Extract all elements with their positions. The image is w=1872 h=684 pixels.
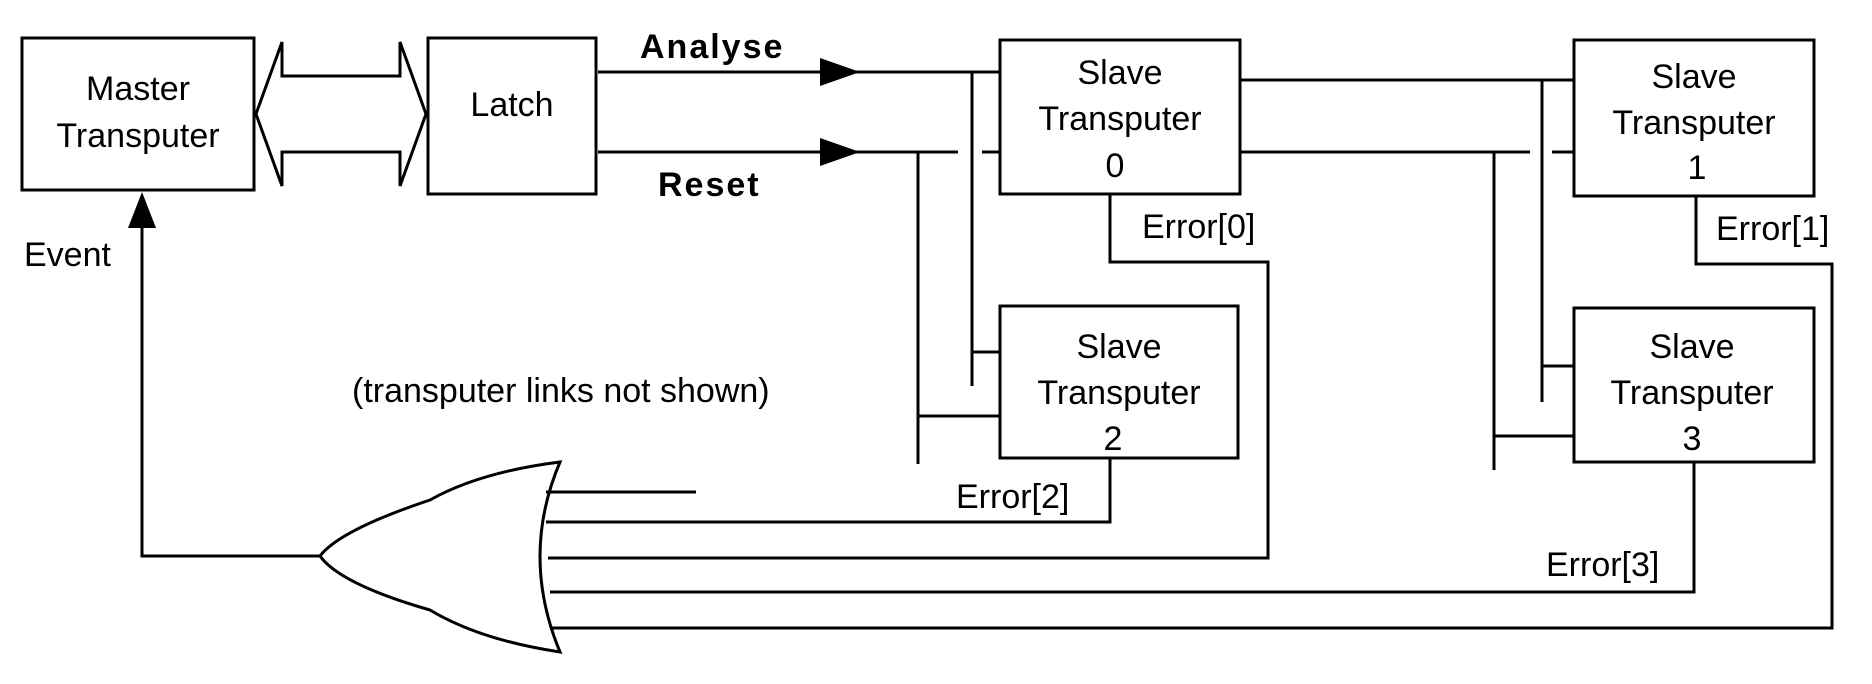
latch-label: Latch — [470, 86, 553, 124]
slave-transputer-0-block: Slave Transputer 0 — [998, 38, 1242, 196]
error1-line — [550, 196, 1834, 630]
event-arrowhead — [128, 192, 156, 228]
error3-label: Error[3] — [1546, 546, 1659, 584]
slave3-label-line1: Slave — [1649, 328, 1734, 366]
error1-label: Error[1] — [1716, 210, 1829, 248]
analyse-label: Analyse — [640, 28, 784, 66]
slave-transputer-1-block: Slave Transputer 1 — [1572, 38, 1816, 198]
slave1-label-line3: 1 — [1688, 149, 1707, 187]
error2-line — [546, 458, 1112, 524]
or-gate — [318, 460, 563, 654]
slave-transputer-3-block: Slave Transputer 3 — [1572, 306, 1816, 464]
reset-line — [598, 138, 1000, 166]
slave2-label-line3: 2 — [1104, 420, 1123, 458]
master-label-line2: Transputer — [56, 117, 219, 155]
event-line — [140, 218, 320, 558]
master-latch-bus-arrow — [254, 41, 428, 187]
analyse-line — [598, 58, 1000, 86]
slave0-label-line1: Slave — [1077, 54, 1162, 92]
links-note: (transputer links not shown) — [352, 372, 770, 410]
analyse-arrowhead — [820, 58, 860, 86]
slave0-label-line2: Transputer — [1038, 100, 1201, 138]
master-label-line1: Master — [86, 70, 190, 108]
error3-line — [550, 462, 1696, 594]
event-label: Event — [24, 236, 111, 274]
slave2-label-line1: Slave — [1076, 328, 1161, 366]
reset-label: Reset — [658, 166, 761, 204]
slave3-label-line3: 3 — [1683, 420, 1702, 458]
error2-label: Error[2] — [956, 478, 1069, 516]
slave3-label-line2: Transputer — [1610, 374, 1773, 412]
error0-line — [548, 194, 1270, 560]
error0-label: Error[0] — [1142, 208, 1255, 246]
latch-block: Latch — [426, 36, 598, 196]
master-transputer-block: Master Transputer — [20, 36, 256, 192]
slave-transputer-2-block: Slave Transputer 2 — [998, 304, 1240, 460]
slave0-label-line3: 0 — [1106, 147, 1125, 185]
slave1-label-line2: Transputer — [1612, 104, 1775, 142]
slave2-label-line2: Transputer — [1037, 374, 1200, 412]
slave1-label-line1: Slave — [1651, 58, 1736, 96]
reset-arrowhead — [820, 138, 860, 166]
